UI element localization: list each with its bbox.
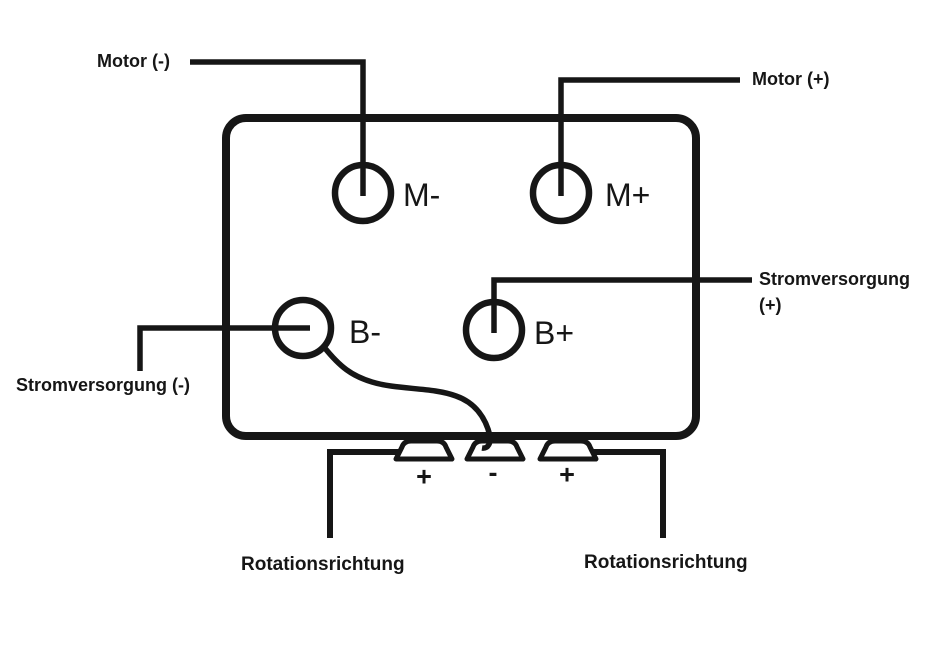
polarity-mark-right-plus: + bbox=[559, 459, 575, 490]
terminal-label-b-plus: B+ bbox=[534, 315, 575, 351]
terminal-tab-middle bbox=[464, 438, 526, 462]
motor-minus-wire bbox=[190, 59, 366, 196]
label-motor-plus: Motor (+) bbox=[752, 69, 830, 89]
polarity-mark-middle-minus: - bbox=[488, 457, 498, 488]
label-motor-minus: Motor (-) bbox=[97, 51, 170, 71]
supply-plus-wire bbox=[491, 277, 752, 333]
terminal-label-m-plus: M+ bbox=[605, 177, 651, 213]
terminal-tab-right bbox=[537, 438, 599, 462]
terminal-label-m-minus: M- bbox=[403, 177, 441, 213]
rotation-right-wire bbox=[592, 449, 666, 538]
label-supply-minus: Stromversorgung (-) bbox=[16, 375, 191, 395]
polarity-mark-left-plus: + bbox=[416, 461, 432, 492]
terminal-label-b-minus: B- bbox=[349, 314, 381, 350]
label-supply-plus: Stromversorgung (+) bbox=[759, 269, 911, 315]
b-minus-to-minus-tab-wire bbox=[321, 345, 493, 451]
rotation-left-wire bbox=[327, 449, 399, 538]
label-rotation-right: Rotationsrichtung bbox=[584, 552, 748, 573]
label-rotation-left: Rotationsrichtung bbox=[241, 554, 405, 575]
controller-box bbox=[222, 114, 700, 440]
terminal-tab-left bbox=[393, 438, 455, 462]
motor-plus-wire bbox=[558, 77, 740, 196]
supply-minus-wire bbox=[137, 325, 310, 371]
